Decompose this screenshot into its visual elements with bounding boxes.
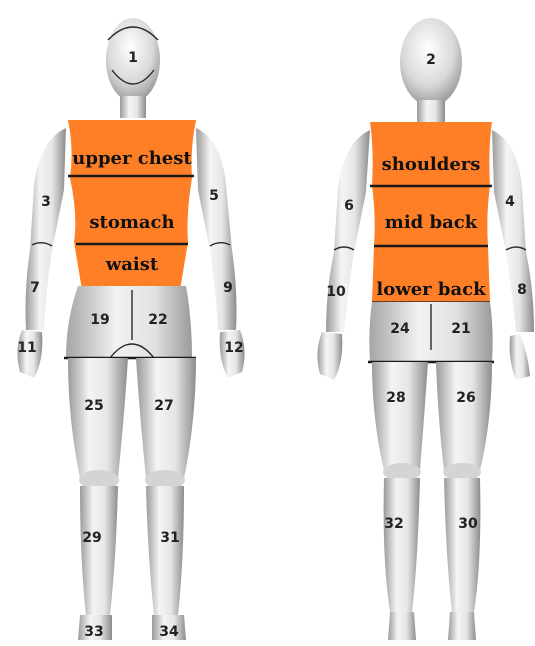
label-31: 31	[160, 530, 179, 546]
front-pelvis	[66, 286, 192, 358]
label-5: 5	[209, 188, 219, 204]
label-32: 32	[384, 516, 403, 532]
label-21: 21	[451, 321, 470, 337]
back-right-arm	[492, 130, 534, 380]
label-26: 26	[456, 390, 475, 406]
label-10: 10	[326, 284, 346, 300]
label-3: 3	[41, 194, 51, 210]
label-mid-back: mid back	[385, 212, 478, 233]
label-2: 2	[426, 52, 436, 68]
label-28: 28	[386, 390, 405, 406]
back-figure	[317, 18, 534, 640]
label-30: 30	[458, 516, 478, 532]
label-34: 34	[159, 624, 179, 640]
label-shoulders: shoulders	[382, 154, 481, 175]
label-33: 33	[84, 624, 103, 640]
label-29: 29	[82, 530, 101, 546]
back-left-arm	[317, 130, 370, 380]
label-12: 12	[224, 340, 243, 356]
back-head	[400, 18, 462, 122]
label-waist: waist	[105, 254, 159, 275]
label-27: 27	[154, 398, 173, 414]
front-figure	[17, 18, 244, 640]
label-upper-chest: upper chest	[72, 148, 192, 169]
label-1: 1	[128, 50, 138, 66]
label-19: 19	[90, 312, 109, 328]
label-24: 24	[390, 321, 410, 337]
front-head	[106, 18, 160, 118]
label-9: 9	[223, 280, 233, 296]
label-11: 11	[17, 340, 36, 356]
label-4: 4	[505, 194, 515, 210]
label-22: 22	[148, 312, 167, 328]
label-25: 25	[84, 398, 103, 414]
label-7: 7	[30, 280, 40, 296]
label-6: 6	[344, 198, 354, 214]
label-lower-back: lower back	[376, 279, 486, 300]
label-8: 8	[517, 282, 527, 298]
label-stomach: stomach	[89, 212, 174, 233]
